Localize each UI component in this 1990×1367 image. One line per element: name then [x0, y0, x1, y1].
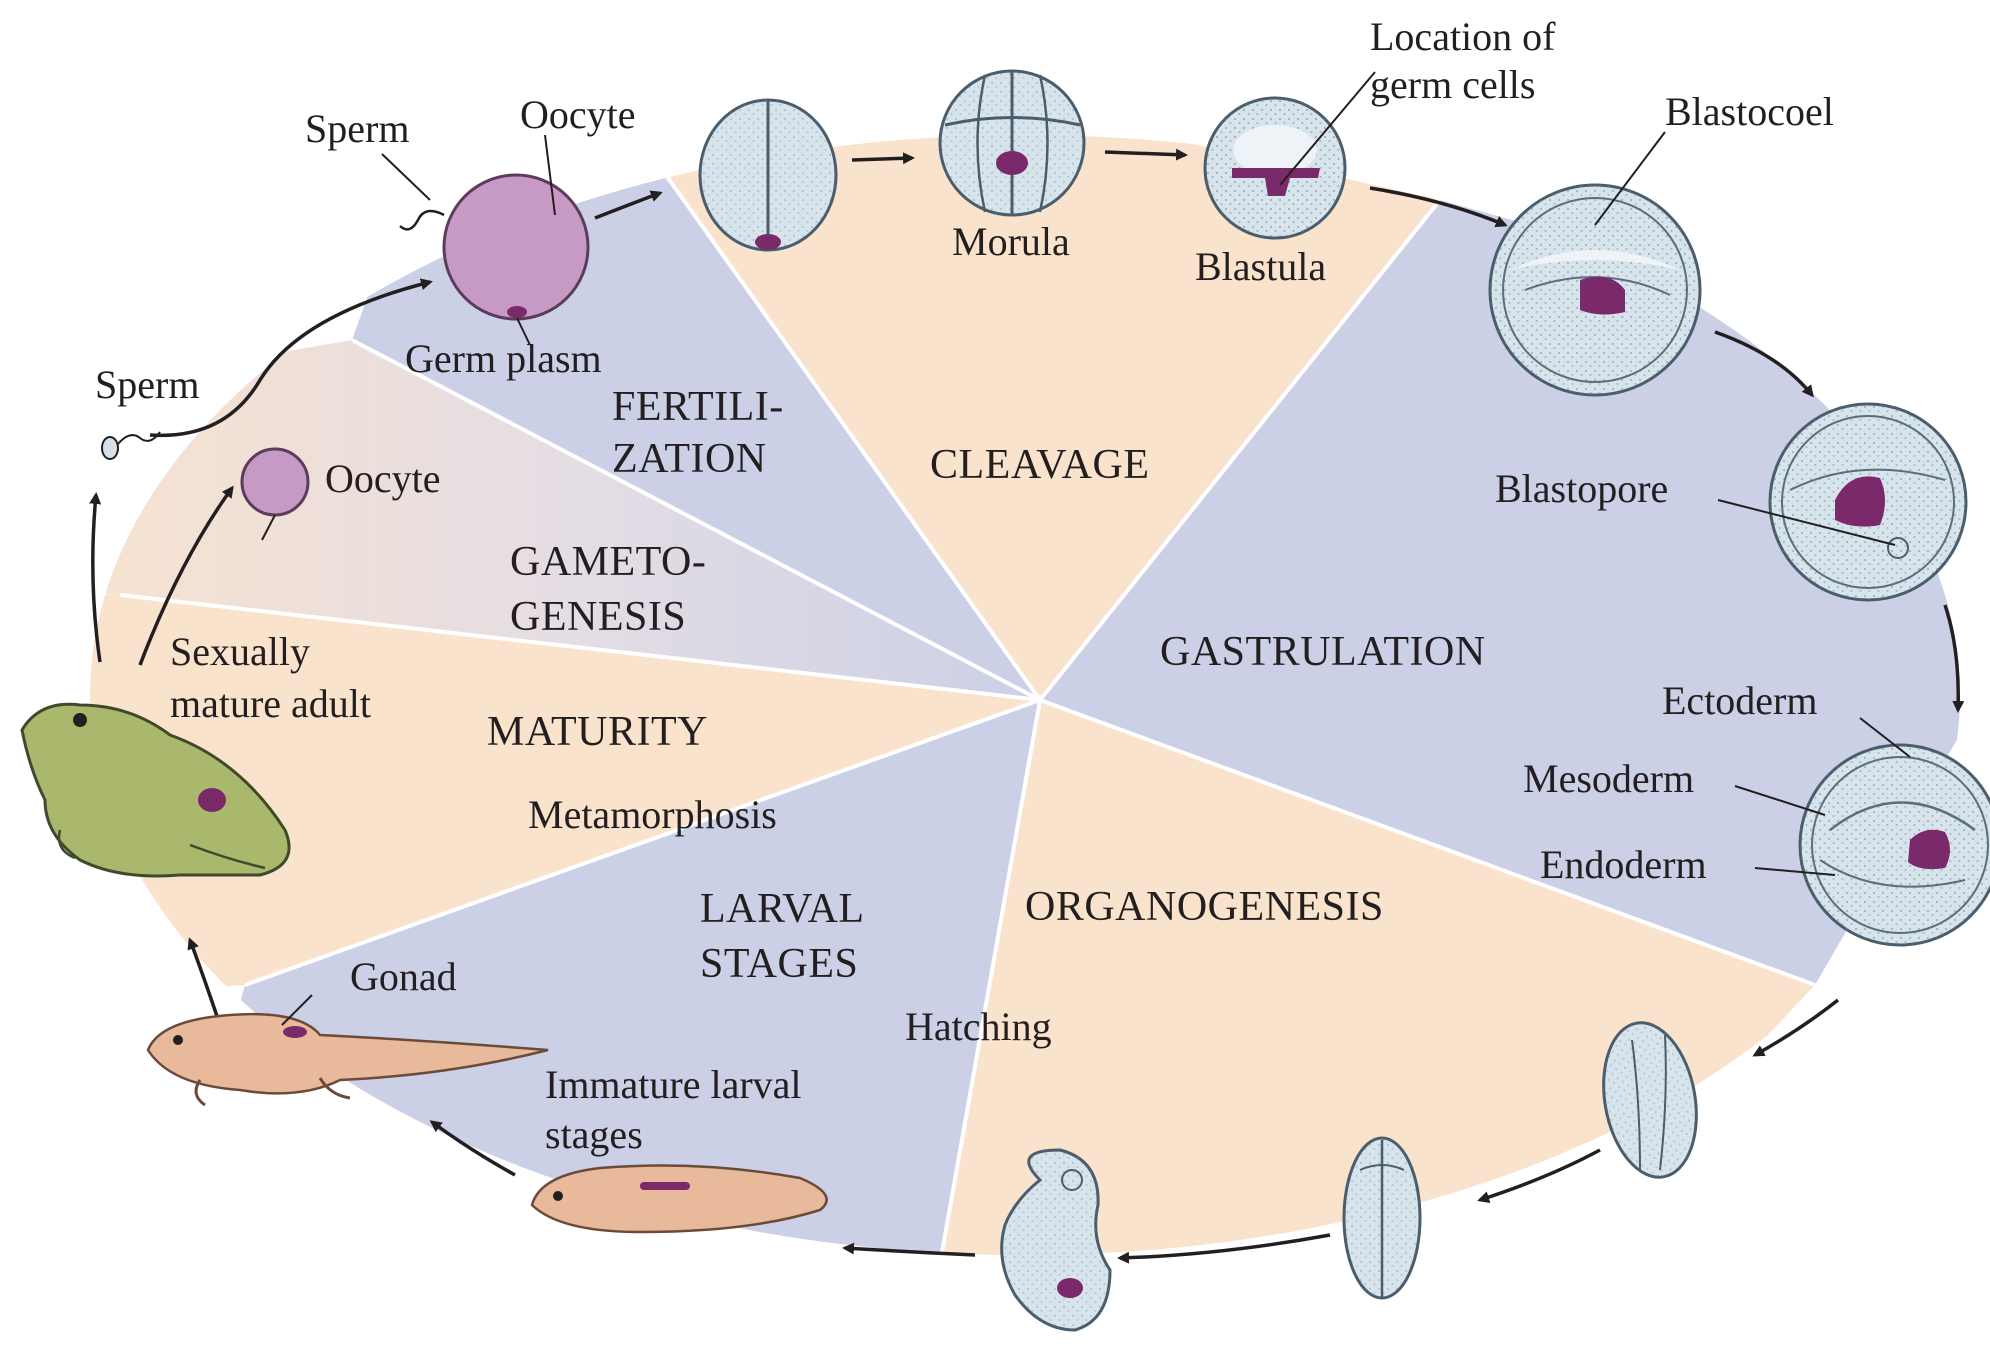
blastula-illustration — [1205, 98, 1345, 238]
label-oocyte-left: Oocyte — [325, 456, 441, 501]
label-blastula: Blastula — [1195, 244, 1326, 289]
label-mesoderm: Mesoderm — [1523, 756, 1694, 801]
label-metamorphosis: Metamorphosis — [528, 792, 777, 837]
label-sperm-left: Sperm — [95, 362, 199, 407]
stage-cleavage: CLEAVAGE — [930, 442, 1149, 488]
mid-gastrula-illustration — [1770, 404, 1966, 600]
label-gonad: Gonad — [350, 954, 457, 999]
label-sperm-top: Sperm — [305, 106, 409, 151]
stage-fertilization-line1: FERTILI- — [612, 384, 784, 430]
label-morula: Morula — [952, 219, 1070, 264]
stage-fertilization-line2: ZATION — [612, 436, 767, 482]
early-gastrula-illustration — [1490, 185, 1700, 395]
label-sexually-line2: mature adult — [170, 681, 371, 726]
late-gastrula-illustration — [1800, 745, 1990, 945]
two-cell-embryo-illustration — [700, 100, 836, 250]
stage-gastrulation: GASTRULATION — [1160, 629, 1486, 675]
stage-larval-line2: STAGES — [700, 941, 858, 987]
morula-illustration — [940, 71, 1084, 215]
label-blastopore: Blastopore — [1495, 466, 1668, 511]
label-location-germ-cells: Location of germ cells — [1370, 14, 1566, 107]
label-blastocoel: Blastocoel — [1665, 89, 1834, 134]
label-hatching: Hatching — [905, 1004, 1052, 1049]
label-location-line1: Location of — [1370, 14, 1556, 59]
label-oocyte-top: Oocyte — [520, 92, 636, 137]
label-ectoderm: Ectoderm — [1662, 678, 1818, 723]
stage-gametogenesis-line2: GENESIS — [510, 594, 686, 640]
stage-maturity: MATURITY — [487, 709, 708, 755]
stage-gametogenesis-line1: GAMETO- — [510, 539, 706, 585]
label-immature-line2: stages — [545, 1112, 643, 1157]
gametogenesis-oocyte-illustration — [242, 449, 308, 515]
label-immature-line1: Immature larval — [545, 1062, 802, 1107]
label-endoderm: Endoderm — [1540, 842, 1707, 887]
stage-organogenesis: ORGANOGENESIS — [1025, 884, 1384, 930]
label-sexually-line1: Sexually — [170, 629, 310, 674]
stage-larval-line1: LARVAL — [700, 886, 863, 932]
label-germ-plasm: Germ plasm — [405, 336, 602, 381]
label-location-line2: germ cells — [1370, 62, 1536, 107]
tailbud-illustration — [1344, 1138, 1420, 1298]
